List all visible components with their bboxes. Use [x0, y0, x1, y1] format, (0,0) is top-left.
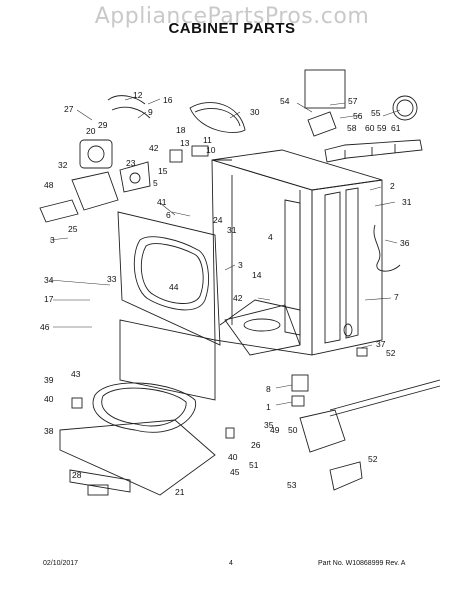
callout-5: 5: [153, 178, 158, 188]
callout-21: 21: [175, 487, 185, 497]
callout-60: 60: [365, 123, 375, 133]
callout-2: 2: [390, 181, 395, 191]
callout-18: 18: [176, 125, 186, 135]
callout-61: 61: [391, 123, 401, 133]
callout-17: 17: [44, 294, 54, 304]
callout-34: 34: [44, 275, 54, 285]
callout-13: 13: [180, 138, 190, 148]
callout-10: 10: [206, 145, 216, 155]
callout-44: 44: [169, 282, 179, 292]
top-components: [39, 95, 246, 223]
callout-4: 4: [268, 232, 273, 242]
callout-6: 6: [166, 210, 171, 220]
callout-52b: 52: [368, 454, 378, 464]
callout-43: 43: [71, 369, 81, 379]
callout-46: 46: [40, 322, 50, 332]
callout-36: 36: [400, 238, 410, 248]
callout-42a: 42: [149, 143, 159, 153]
callout-45: 45: [230, 467, 240, 477]
callout-30: 30: [250, 107, 260, 117]
callout-40a: 40: [228, 452, 238, 462]
callout-29: 29: [98, 120, 108, 130]
watermark: AppliancePartsPros.com: [94, 4, 370, 29]
callout-16: 16: [163, 95, 173, 105]
footer-page: 4: [229, 560, 233, 567]
callout-26: 26: [251, 440, 261, 450]
callout-51: 51: [249, 460, 259, 470]
callout-57: 57: [348, 96, 358, 106]
callout-56: 56: [353, 111, 363, 121]
callout-12: 12: [133, 90, 143, 100]
footer-date: 02/10/2017: [43, 560, 79, 567]
callout-8: 8: [266, 384, 271, 394]
callout-31b: 31: [402, 197, 412, 207]
callout-39: 39: [44, 375, 54, 385]
callout-49: 49: [270, 425, 280, 435]
callout-38: 38: [44, 426, 54, 436]
callout-33: 33: [107, 274, 117, 284]
callout-11: 11: [203, 135, 212, 145]
callout-50: 50: [288, 425, 298, 435]
callout-labels: 27 12 16 9 29 20 18 13 11 10 42 23 15 32…: [40, 90, 412, 497]
callout-28: 28: [72, 470, 82, 480]
cabinet-box: [211, 149, 383, 356]
callout-59: 59: [377, 123, 387, 133]
footer-part-no: Part No. W10868999 Rev. A: [318, 560, 406, 567]
callout-7: 7: [394, 292, 399, 302]
callout-58: 58: [347, 123, 357, 133]
callout-37: 37: [376, 339, 386, 349]
leader-lines: [49, 96, 401, 406]
callout-14: 14: [252, 270, 262, 280]
callout-25: 25: [68, 224, 78, 234]
callout-3a: 3: [50, 235, 55, 245]
callout-31a: 31: [227, 225, 237, 235]
callout-24: 24: [213, 215, 223, 225]
callout-42b: 42: [233, 293, 243, 303]
page-title: CABINET PARTS: [168, 20, 296, 37]
callout-41: 41: [157, 197, 167, 207]
callout-54: 54: [280, 96, 290, 106]
callout-15: 15: [158, 166, 168, 176]
callout-35: 35: [264, 420, 274, 430]
callout-32: 32: [58, 160, 68, 170]
callout-48: 48: [44, 180, 54, 190]
callout-20: 20: [86, 126, 96, 136]
base-assembly: [59, 319, 216, 496]
callout-9: 9: [148, 107, 153, 117]
callout-3b: 3: [238, 260, 243, 270]
callout-40b: 40: [44, 394, 54, 404]
callout-52a: 52: [386, 348, 396, 358]
callout-23: 23: [126, 158, 136, 168]
callout-1: 1: [266, 402, 271, 412]
callout-55: 55: [371, 108, 381, 118]
callout-53: 53: [287, 480, 297, 490]
front-panel: [117, 211, 221, 346]
right-components: [225, 69, 441, 491]
callout-27: 27: [64, 104, 74, 114]
